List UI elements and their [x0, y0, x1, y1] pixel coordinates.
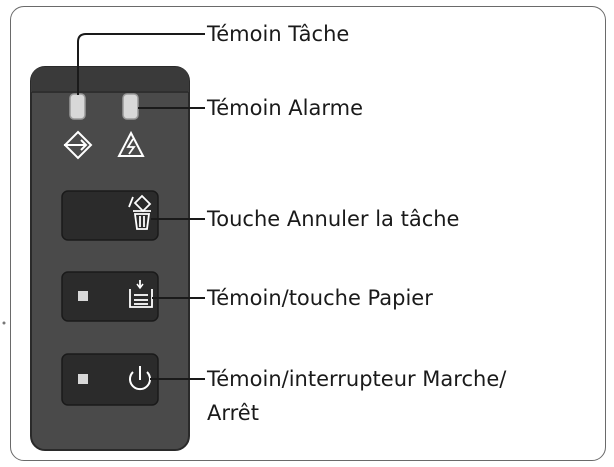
paper-key-label: Témoin/touche Papier — [207, 286, 433, 310]
paper-lamp — [78, 291, 88, 301]
alarm-lamp — [122, 93, 139, 120]
alarm-lamp-label: Témoin Alarme — [207, 96, 364, 120]
job-arrow-icon — [63, 130, 93, 160]
margin-dot — [2, 321, 6, 325]
panel-top-shade — [31, 67, 189, 92]
power-key-label-line2: Arrêt — [207, 401, 259, 425]
power-button[interactable] — [61, 353, 159, 406]
job-lamp — [69, 93, 86, 120]
leader-lines — [77, 33, 205, 380]
cancel-job-icon — [128, 194, 152, 230]
job-lamp-label: Témoin Tâche — [207, 22, 350, 46]
alarm-triangle-icon — [117, 130, 145, 157]
leader-job — [77, 33, 205, 95]
paper-button[interactable] — [61, 271, 159, 322]
power-key-label-line1: Témoin/interrupteur Marche/ — [207, 367, 507, 391]
power-lamp — [78, 374, 88, 384]
power-icon — [129, 366, 151, 391]
cancel-key-label: Touche Annuler la tâche — [207, 207, 460, 231]
